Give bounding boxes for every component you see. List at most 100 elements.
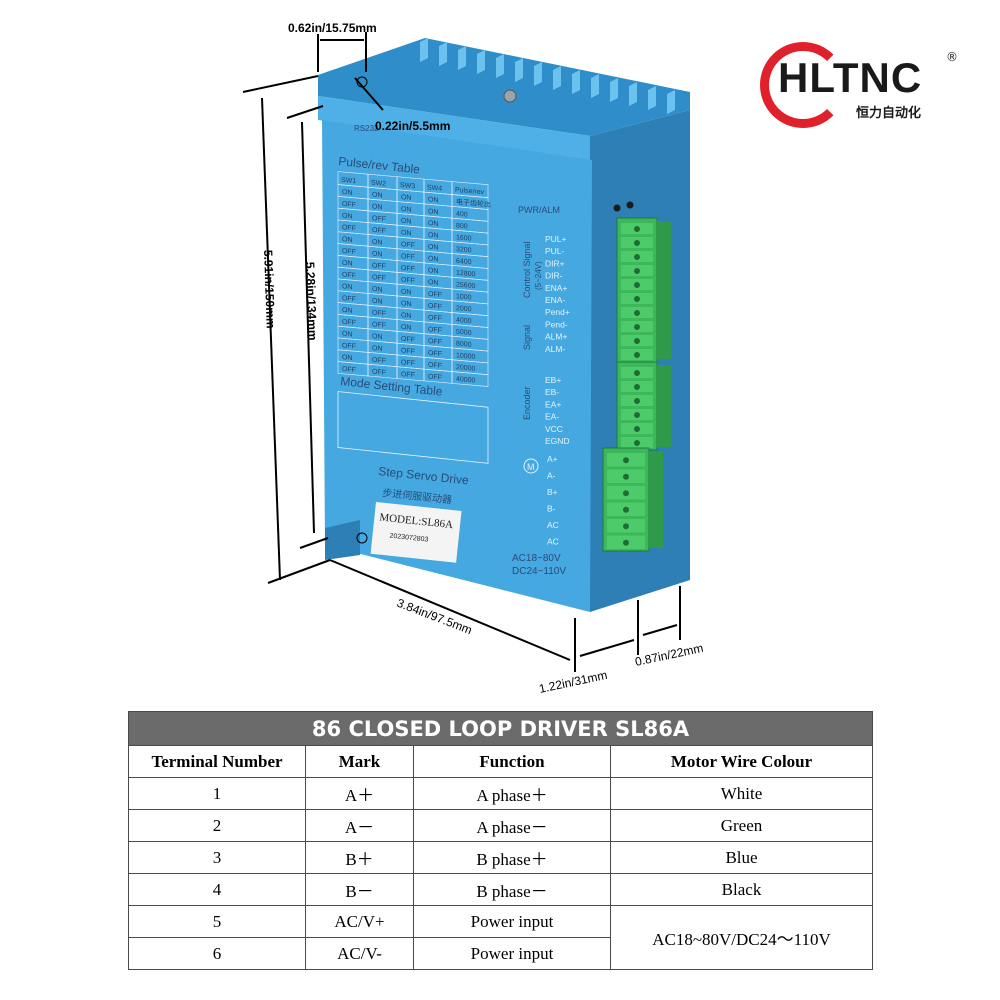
fin xyxy=(648,86,656,110)
pulse-cell: ON xyxy=(401,229,411,237)
terminal-label: ENA- xyxy=(545,295,565,305)
pulse-cell: ON xyxy=(372,251,382,259)
pulse-cell: ON xyxy=(401,324,411,332)
cell-terminal: 4 xyxy=(128,873,306,906)
terminal-blocks xyxy=(602,217,671,552)
pulse-cell: OFF xyxy=(428,291,442,299)
pulse-cell: OFF xyxy=(342,366,356,374)
pulse-cell: OFF xyxy=(428,373,442,381)
terminal-screw-icon xyxy=(634,398,640,404)
pulse-header-cell: SW1 xyxy=(341,177,356,185)
pulse-cell: OFF xyxy=(372,369,386,377)
pulse-cell: ON xyxy=(342,260,352,268)
terminal-screw-icon xyxy=(623,457,629,464)
table-row: 1 A＋ A phase＋ White xyxy=(128,777,873,810)
logo-ring-icon xyxy=(760,42,846,128)
group-control-voltage: (5~24V) xyxy=(534,261,543,290)
pulse-cell: 20000 xyxy=(456,364,476,373)
dim-height-inner: 5.28in/134mm xyxy=(303,262,320,341)
cell-mark: A－ xyxy=(305,809,414,842)
fin xyxy=(515,58,523,82)
pulse-cell: ON xyxy=(342,213,352,221)
pulse-cell: 12800 xyxy=(456,270,476,279)
terminal-screw-icon xyxy=(623,473,629,480)
ground-screw-icon xyxy=(503,89,517,103)
fin xyxy=(439,42,447,66)
pulse-cell: ON xyxy=(342,236,352,244)
cell-mark: A＋ xyxy=(305,777,414,810)
terminal-label: EGND xyxy=(545,436,570,446)
fin xyxy=(553,66,561,90)
terminal-screw-icon xyxy=(634,254,640,260)
cell-mark: AC/V+ xyxy=(305,905,414,938)
mount-hole-top-icon xyxy=(356,76,368,88)
terminal-screw-icon xyxy=(634,240,640,246)
cell-function: B phase＋ xyxy=(413,841,611,874)
terminal-screw-icon xyxy=(634,440,640,446)
pulse-cell: OFF xyxy=(372,227,386,235)
pulse-cell: ON xyxy=(372,286,382,294)
terminal-screw-icon xyxy=(634,226,640,232)
terminal-label: AC xyxy=(547,537,559,547)
pulse-cell: 8000 xyxy=(456,341,472,349)
pulse-cell: ON xyxy=(372,203,382,211)
pulse-cell: OFF xyxy=(428,314,442,322)
group-encoder-label: Encoder xyxy=(522,386,532,420)
pulse-cell: ON xyxy=(428,220,438,228)
pulse-cell: ON xyxy=(342,283,352,291)
pulse-cell: OFF xyxy=(401,336,415,344)
led-indicator xyxy=(613,204,621,212)
terminal-label: AC xyxy=(547,520,559,530)
terminal-label: B- xyxy=(547,504,556,514)
dim-base: 1.22in/31mm xyxy=(538,668,609,696)
terminal-screw-icon xyxy=(634,310,640,316)
pulse-cell: OFF xyxy=(428,326,442,334)
pulse-cell: OFF xyxy=(342,224,356,232)
fin xyxy=(591,74,599,98)
terminal-screw-icon xyxy=(623,523,629,530)
pwr-alm-label: PWR/ALM xyxy=(518,205,560,215)
group-signal-label: Signal xyxy=(522,325,532,350)
pulse-header-cell: Pulse/rev xyxy=(455,187,485,197)
pulse-cell: ON xyxy=(428,196,438,204)
cell-function: A phase－ xyxy=(413,809,611,842)
housing-front xyxy=(322,120,592,612)
terminal-label: VCC xyxy=(545,424,563,434)
terminal-screw-icon xyxy=(634,426,640,432)
pulse-cell: ON xyxy=(342,331,352,339)
pulse-cell: ON xyxy=(428,279,438,287)
motor-symbol-icon: M xyxy=(523,458,539,474)
power-spec-2: DC24~110V xyxy=(512,566,566,577)
rs232-label: RS232 xyxy=(354,124,379,133)
mount-hole-bottom-icon xyxy=(356,532,368,544)
cell-colour: Blue xyxy=(610,841,873,874)
pulse-cell: ON xyxy=(372,239,382,247)
pulse-cell: ON xyxy=(401,194,411,202)
pulse-cell: 2000 xyxy=(456,305,472,313)
terminal-labels: PUL+PUL-DIR+DIR-ENA+ENA-Pend+Pend-ALM+AL… xyxy=(545,234,570,547)
pulse-cell: OFF xyxy=(372,215,386,223)
spec-table-title: 86 CLOSED LOOP DRIVER SL86A xyxy=(128,711,873,746)
pulse-header-cell: SW3 xyxy=(400,182,415,190)
led-indicator-2 xyxy=(626,201,634,209)
header-motor-wire-colour: Motor Wire Colour xyxy=(610,745,873,778)
terminal-label: A- xyxy=(547,471,556,481)
terminal-screw-icon xyxy=(623,506,629,513)
svg-text:M: M xyxy=(527,462,535,472)
cell-colour: White xyxy=(610,777,873,810)
serial-text: 2023072803 xyxy=(389,533,429,544)
pulse-cell: OFF xyxy=(401,347,415,355)
terminal-label: Pend- xyxy=(545,319,568,329)
spec-table: 86 CLOSED LOOP DRIVER SL86A Terminal Num… xyxy=(128,711,873,970)
fin xyxy=(534,62,542,86)
pulse-cell: 3200 xyxy=(456,246,472,254)
terminal-block-side xyxy=(657,221,671,359)
pulse-cell: 1000 xyxy=(456,293,472,301)
pulse-cell: OFF xyxy=(342,319,356,327)
table-row: 5 AC/V+ Power input AC18~80V/DC24～110V xyxy=(128,905,873,970)
pulse-cell: ON xyxy=(401,312,411,320)
mode-table xyxy=(337,391,489,464)
table-row: 3 B＋ B phase＋ Blue xyxy=(128,841,873,874)
